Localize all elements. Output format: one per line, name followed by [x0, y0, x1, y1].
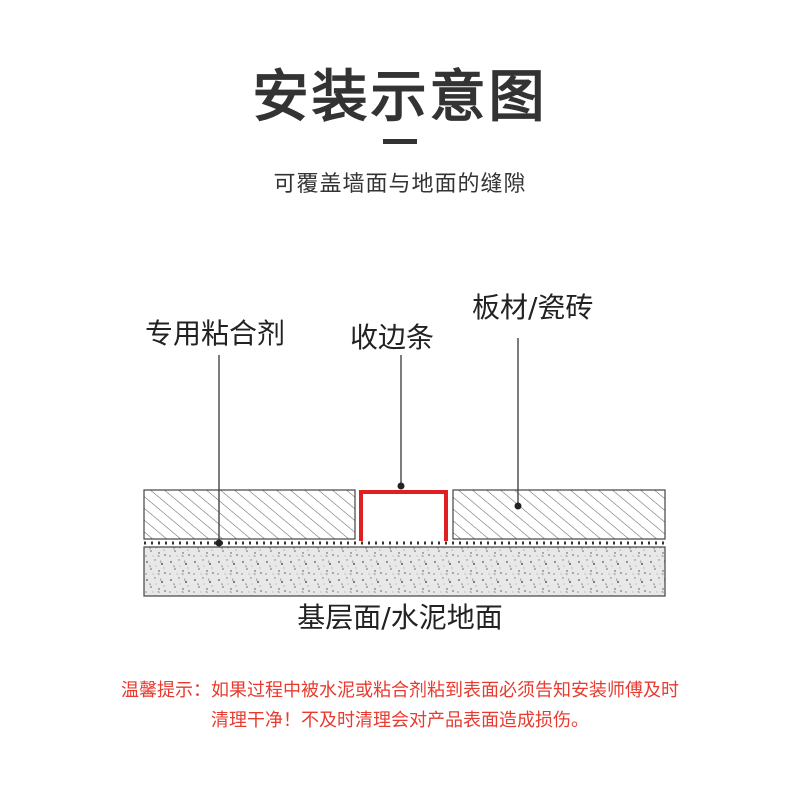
adhesive-label: 专用粘合剂 — [145, 317, 286, 350]
title-divider — [383, 139, 417, 144]
edge-strip-profile — [359, 490, 448, 541]
base-floor-label: 基层面/水泥地面 — [297, 601, 503, 634]
page-subtitle: 可覆盖墙面与地面的缝隙 — [273, 172, 527, 197]
left-tile — [143, 489, 356, 540]
concrete-base-layer — [143, 546, 666, 597]
page-title: 安装示意图 — [252, 65, 548, 130]
edge-strip-label: 收边条 — [350, 321, 435, 354]
panel-tile-label: 板材/瓷砖 — [472, 291, 594, 324]
panel-leader-dot — [514, 502, 522, 510]
adhesive-leader-dot — [215, 539, 223, 547]
edge-strip-leader-dot — [397, 482, 405, 490]
notice-line-2: 清理干净！不及时清理会对产品表面造成损伤。 — [211, 710, 589, 731]
notice-line-1: 温馨提示：如果过程中被水泥或粘合剂粘到表面必须告知安装师傅及时 — [121, 680, 679, 701]
right-tile — [452, 489, 666, 540]
